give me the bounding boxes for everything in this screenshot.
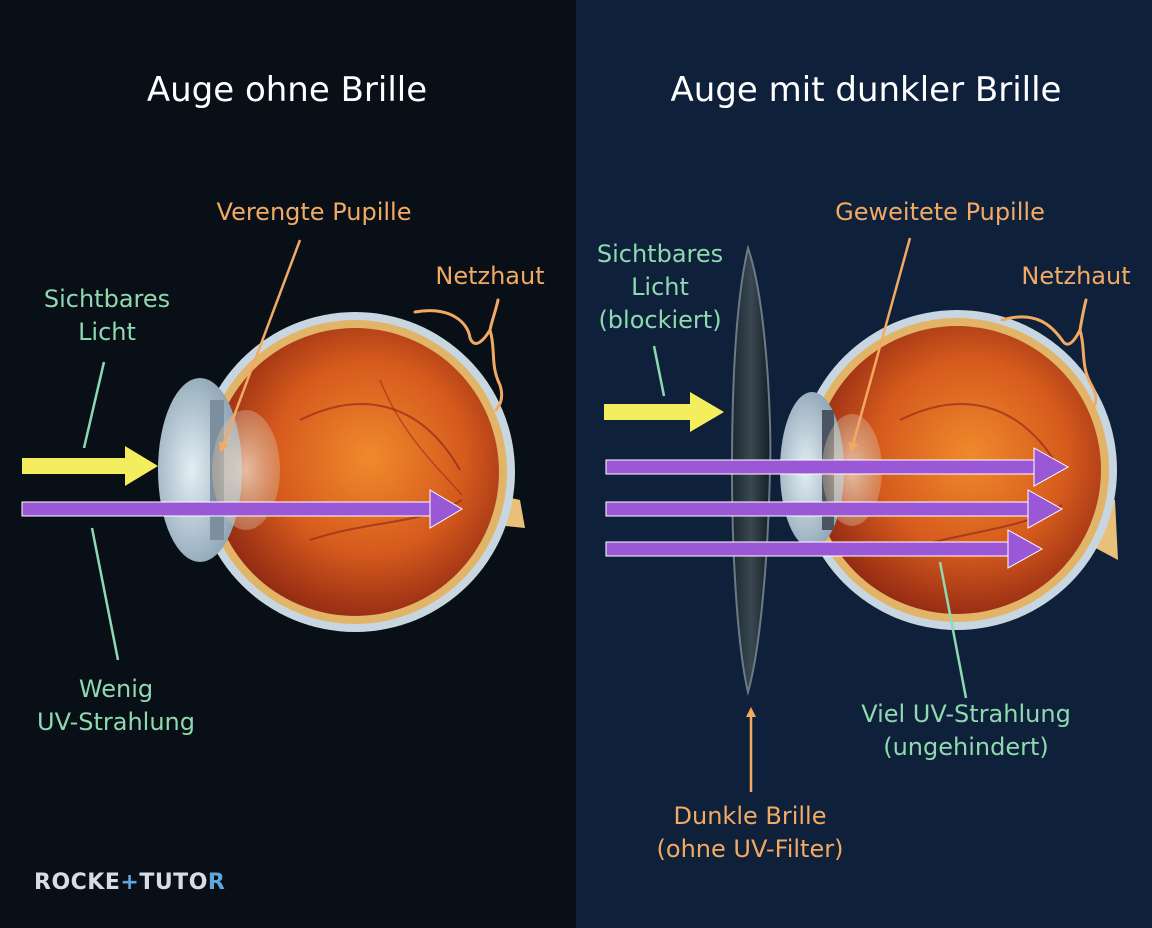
left-panel-title: Auge ohne Brille [146, 70, 428, 110]
right-pupil-pointer [848, 237, 912, 453]
left-retina-brace [413, 298, 504, 412]
left-visible-light-label: Sichtbares Licht [22, 283, 192, 349]
right-retina-brace [1000, 298, 1098, 412]
right-uv-label: Viel UV-Strahlung (ungehindert) [836, 698, 1096, 764]
right-retina-label: Netzhaut [1021, 262, 1131, 290]
left-pupil-label: Verengte Pupille [216, 198, 412, 226]
glasses-label-line2: (ohne UV-Filter) [656, 835, 844, 863]
right-uv-arrow-2 [605, 489, 1064, 529]
right-uv-label-line1: Viel UV-Strahlung [861, 700, 1071, 728]
left-visible-light-arrow [22, 446, 158, 486]
left-uv-label-line2: UV-Strahlung [37, 708, 195, 736]
right-uv-arrow-1 [605, 447, 1070, 487]
logo-text-part2: TUTO [139, 870, 208, 895]
logo-text-part1: ROCKE [34, 870, 121, 895]
left-uv-pointer [90, 527, 120, 661]
right-uv-arrow-3 [605, 529, 1044, 569]
logo-text-part3: R [207, 870, 226, 895]
right-visible-light-label-line3: (blockiert) [598, 306, 722, 334]
left-visible-light-pointer [82, 361, 106, 449]
left-pupil-pointer [219, 239, 302, 453]
right-visible-light-label-line2: Licht [631, 273, 689, 301]
glasses-label-line1: Dunkle Brille [673, 802, 827, 830]
right-visible-light-arrow [604, 392, 724, 432]
brand-logo: ROCKE+TUTOR [34, 870, 225, 895]
left-retina-label: Netzhaut [435, 262, 545, 290]
left-uv-arrow [21, 489, 463, 529]
left-uv-label-line1: Wenig [78, 675, 154, 703]
logo-plus: + [120, 870, 140, 895]
right-uv-pointer [938, 561, 968, 699]
left-uv-label: Wenig UV-Strahlung [16, 673, 216, 739]
glasses-label: Dunkle Brille (ohne UV-Filter) [630, 800, 870, 866]
right-visible-light-pointer [652, 345, 666, 397]
right-visible-light-label-line1: Sichtbares [596, 240, 724, 268]
right-panel-title: Auge mit dunkler Brille [670, 70, 1062, 110]
right-visible-light-label: Sichtbares Licht (blockiert) [578, 238, 742, 337]
left-visible-light-label-line2: Licht [78, 318, 136, 346]
left-visible-light-label-line1: Sichtbares [43, 285, 171, 313]
right-uv-label-line2: (ungehindert) [883, 733, 1049, 761]
right-pupil-label: Geweitete Pupille [835, 198, 1045, 226]
